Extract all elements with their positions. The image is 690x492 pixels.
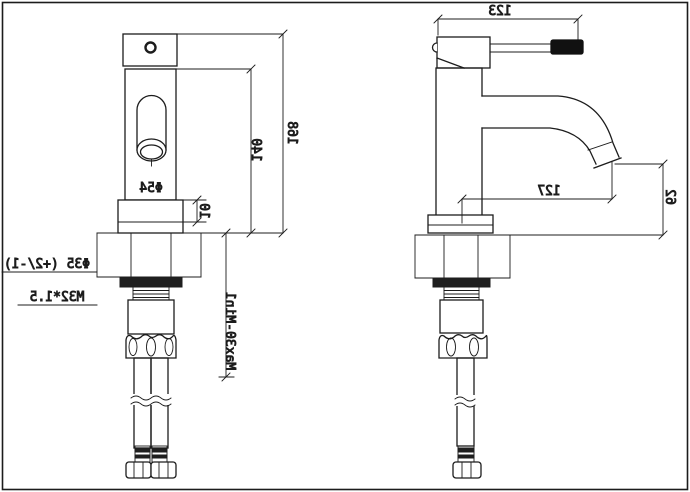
front-body (124, 68, 177, 201)
side-castle-nut (438, 334, 488, 359)
spout-end-face (593, 157, 622, 169)
side-collar (439, 299, 484, 334)
front-collar (127, 299, 175, 335)
dim-thread-spec-label: M32*1.5 (30, 290, 85, 305)
dim-upper-height-label: 140 (248, 138, 263, 161)
handle-dot-icon (144, 41, 157, 54)
side-hose (452, 357, 482, 479)
side-view: 123 127 62 (414, 4, 677, 479)
side-countertop (414, 234, 664, 279)
side-hex-nut (452, 461, 482, 479)
side-body (435, 67, 622, 216)
dim-clamp-range-label: Max30-Min1 (222, 292, 237, 370)
dim-base-height-label: 10 (196, 203, 211, 219)
side-dimensions: 123 127 62 (433, 4, 677, 240)
aerator-inner (139, 144, 164, 160)
front-thread-neck (132, 286, 170, 301)
front-base (117, 199, 184, 234)
front-castle-nut (125, 334, 177, 359)
dim-body-diameter-label: Φ54 (139, 181, 163, 196)
side-base (427, 214, 494, 234)
front-countertop (96, 232, 284, 278)
spout-top-curve (481, 95, 620, 158)
lever-grip (550, 39, 584, 55)
front-handle (122, 33, 178, 67)
front-hex-nuts (125, 461, 177, 479)
dim-spout-height-label: 62 (662, 189, 677, 205)
dim-hole-diameter-label: Φ35 (+2/-1) (4, 257, 90, 272)
spout-slot (136, 94, 167, 151)
spout-bottom-curve (481, 127, 597, 165)
side-gasket (432, 277, 491, 288)
head-bump (431, 42, 438, 53)
front-gasket (119, 276, 183, 288)
aerator-separator (587, 141, 613, 151)
dim-total-height-label: 168 (284, 121, 299, 144)
side-thread-neck (443, 286, 480, 301)
front-view: 168 140 Φ54 10 Φ35 (+2/-1) M32*1.5 Max30… (1, 29, 299, 479)
side-mounting-hardware (432, 277, 491, 359)
side-lever (489, 43, 552, 53)
front-dimensions: 168 140 Φ54 10 Φ35 (+2/-1) M32*1.5 Max30… (1, 29, 299, 382)
dim-spout-reach-label: 127 (537, 184, 560, 199)
front-mounting-hardware (119, 276, 183, 359)
front-hoses (125, 357, 177, 479)
side-head (431, 36, 584, 69)
dim-overall-depth-label: 123 (488, 4, 511, 19)
